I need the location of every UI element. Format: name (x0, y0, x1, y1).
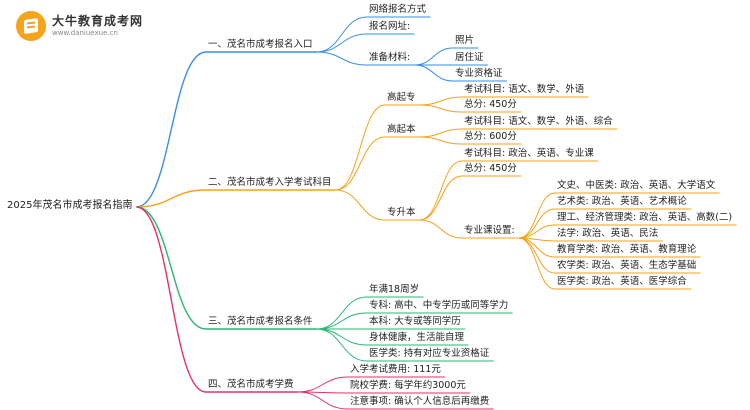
zsb-total: 总分: 450分 (464, 163, 517, 174)
condition-medical: 医学类: 持有对应专业资格证 (369, 348, 490, 359)
brand-url: www.daniuexue.cn (52, 29, 118, 37)
condition-age: 年满18周岁 (369, 284, 420, 295)
entry-online-method: 网络报名方式 (369, 4, 427, 15)
specialty-agriculture: 农学类: 政治、英语、生态学基础 (557, 260, 697, 271)
tuition-school-fee: 院校学费: 每学年约3000元 (350, 380, 466, 391)
specialty-science: 理工、经济管理类: 政治、英语、高数(二) (557, 212, 733, 223)
entry-website: 报名网址: (369, 21, 411, 32)
branch-conditions: 三、茂名市成考报名条件 (208, 316, 313, 327)
entry-materials: 准备材料: (369, 52, 411, 63)
level-gqz: 高起专 (387, 92, 416, 103)
specialty-medicine: 医学类: 政治、英语、医学综合 (557, 276, 687, 287)
zsb-specialty-settings: 专业课设置: (464, 225, 515, 236)
root-node: 2025年茂名市成考报名指南 (7, 200, 133, 211)
brand-logo: 大牛教育成考网 www.daniuexue.cn (16, 9, 166, 43)
tuition-notice: 注意事项: 确认个人信息后再缴费 (350, 396, 490, 407)
gqb-subjects: 考试科目: 语文、数学、外语、综合 (464, 116, 613, 127)
material-photo: 照片 (455, 35, 475, 46)
specialty-wenshi: 文史、中医类: 政治、英语、大学语文 (557, 180, 716, 191)
condition-health: 身体健康，生活能自理 (369, 332, 465, 343)
brand-name: 大牛教育成考网 (52, 14, 144, 28)
level-zsb: 专升本 (387, 207, 416, 218)
gqz-subjects: 考试科目: 语文、数学、外语 (464, 84, 585, 95)
tuition-exam-fee: 入学考试费用: 111元 (350, 364, 441, 375)
level-gqb: 高起本 (387, 124, 416, 135)
branch-exam-subjects: 二、茂名市成考入学考试科目 (208, 177, 332, 188)
zsb-subjects: 考试科目: 政治、英语、专业课 (464, 148, 594, 159)
condition-junior-college: 专科: 高中、中专学历或同等学力 (369, 300, 509, 311)
specialty-education: 教育学类: 政治、英语、教育理论 (557, 244, 697, 255)
condition-bachelor: 本科: 大专或等同学历 (369, 316, 461, 327)
gqb-total: 总分: 600分 (464, 131, 517, 142)
book-logo-icon (16, 11, 46, 41)
specialty-art: 艺术类: 政治、英语、艺术概论 (557, 196, 687, 207)
specialty-law: 法学: 政治、英语、民法 (557, 228, 659, 239)
material-residence-permit: 居住证 (455, 52, 484, 63)
gqz-total: 总分: 450分 (464, 99, 517, 110)
branch-tuition: 四、茂名市成考学费 (208, 379, 294, 390)
material-qualification: 专业资格证 (455, 68, 503, 79)
branch-entry: 一、茂名市成考报名入口 (208, 39, 313, 50)
